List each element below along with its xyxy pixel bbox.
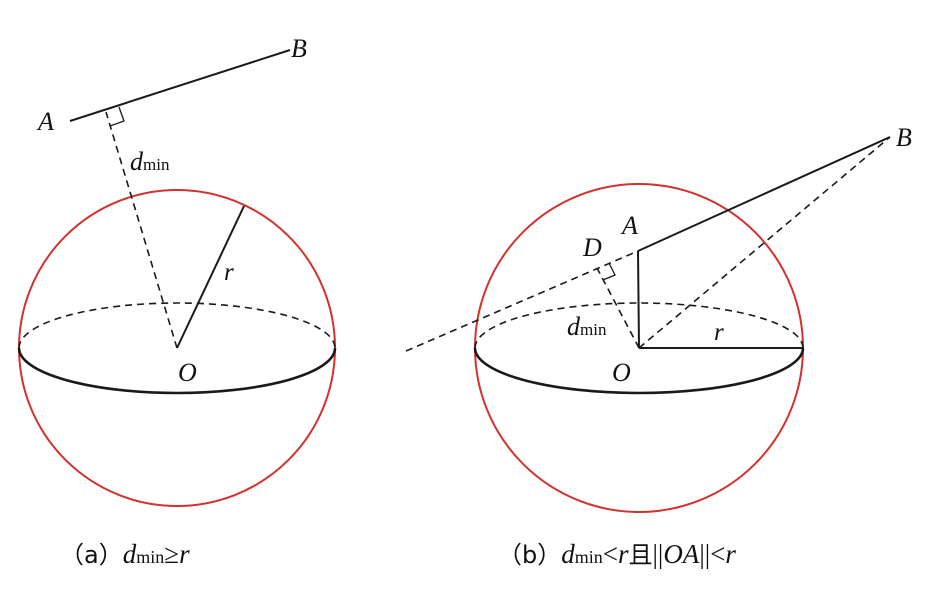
label-b-radius: r [714,319,724,346]
segment-oa-b [637,250,640,349]
panel-b: A B D O r dmin [405,123,912,513]
label-a-center: O [178,358,197,387]
caption-b-r1: r [618,539,629,569]
right-angle-mark-a [109,106,125,127]
caption-b-sub: min [575,547,603,567]
caption-a-prefix: （a） [60,541,123,569]
caption-b-norm-open: || [653,539,664,569]
radius-a [176,205,245,349]
caption-a: （a）dmin≥r [60,539,190,569]
caption-b-and: 且 [629,541,653,569]
caption-a-relation: ≥ [164,539,179,569]
segment-ab-b [637,136,891,252]
caption-b-lt1: < [603,539,618,569]
label-b-dmin-d: d [567,312,581,341]
caption-a-r: r [179,539,190,569]
panel-a: A B O r dmin [17,34,337,507]
caption-b-r2: r [725,539,736,569]
sphere-a-equator-back [18,302,336,349]
label-a-point-a: A [36,107,54,136]
caption-b-oa: OA [663,539,699,569]
dmin-segment-a [105,111,178,349]
label-b-point-b: B [896,123,912,152]
caption-b-lt2: < [710,539,725,569]
caption-a-d: d [123,539,137,569]
caption-a-sub: min [136,547,164,567]
extended-line-ab-b [405,250,639,352]
label-a-radius: r [224,259,234,286]
label-b-dmin-sub: min [580,320,607,339]
caption-b-norm-close: || [699,539,710,569]
label-b-dmin: dmin [567,312,607,341]
dashed-ob-b [638,136,891,349]
sphere-a-equator-front [17,347,337,395]
label-a-dmin-d: d [130,147,144,176]
label-a-dmin-sub: min [143,155,170,174]
line-ab-a [69,49,291,122]
label-a-point-b: B [291,34,307,63]
sphere-b-equator-back [474,302,804,349]
label-b-center: O [612,358,631,387]
label-a-dmin: dmin [130,147,170,176]
label-b-point-a: A [620,211,638,240]
caption-b-d: d [561,539,575,569]
label-b-point-d: D [582,233,602,262]
caption-b: （b）dmin<r且||OA||<r [498,539,736,569]
sphere-b-equator-front [473,347,805,395]
dmin-segment-b [596,267,640,349]
caption-b-prefix: （b） [498,541,561,569]
right-angle-mark-b [602,262,616,281]
